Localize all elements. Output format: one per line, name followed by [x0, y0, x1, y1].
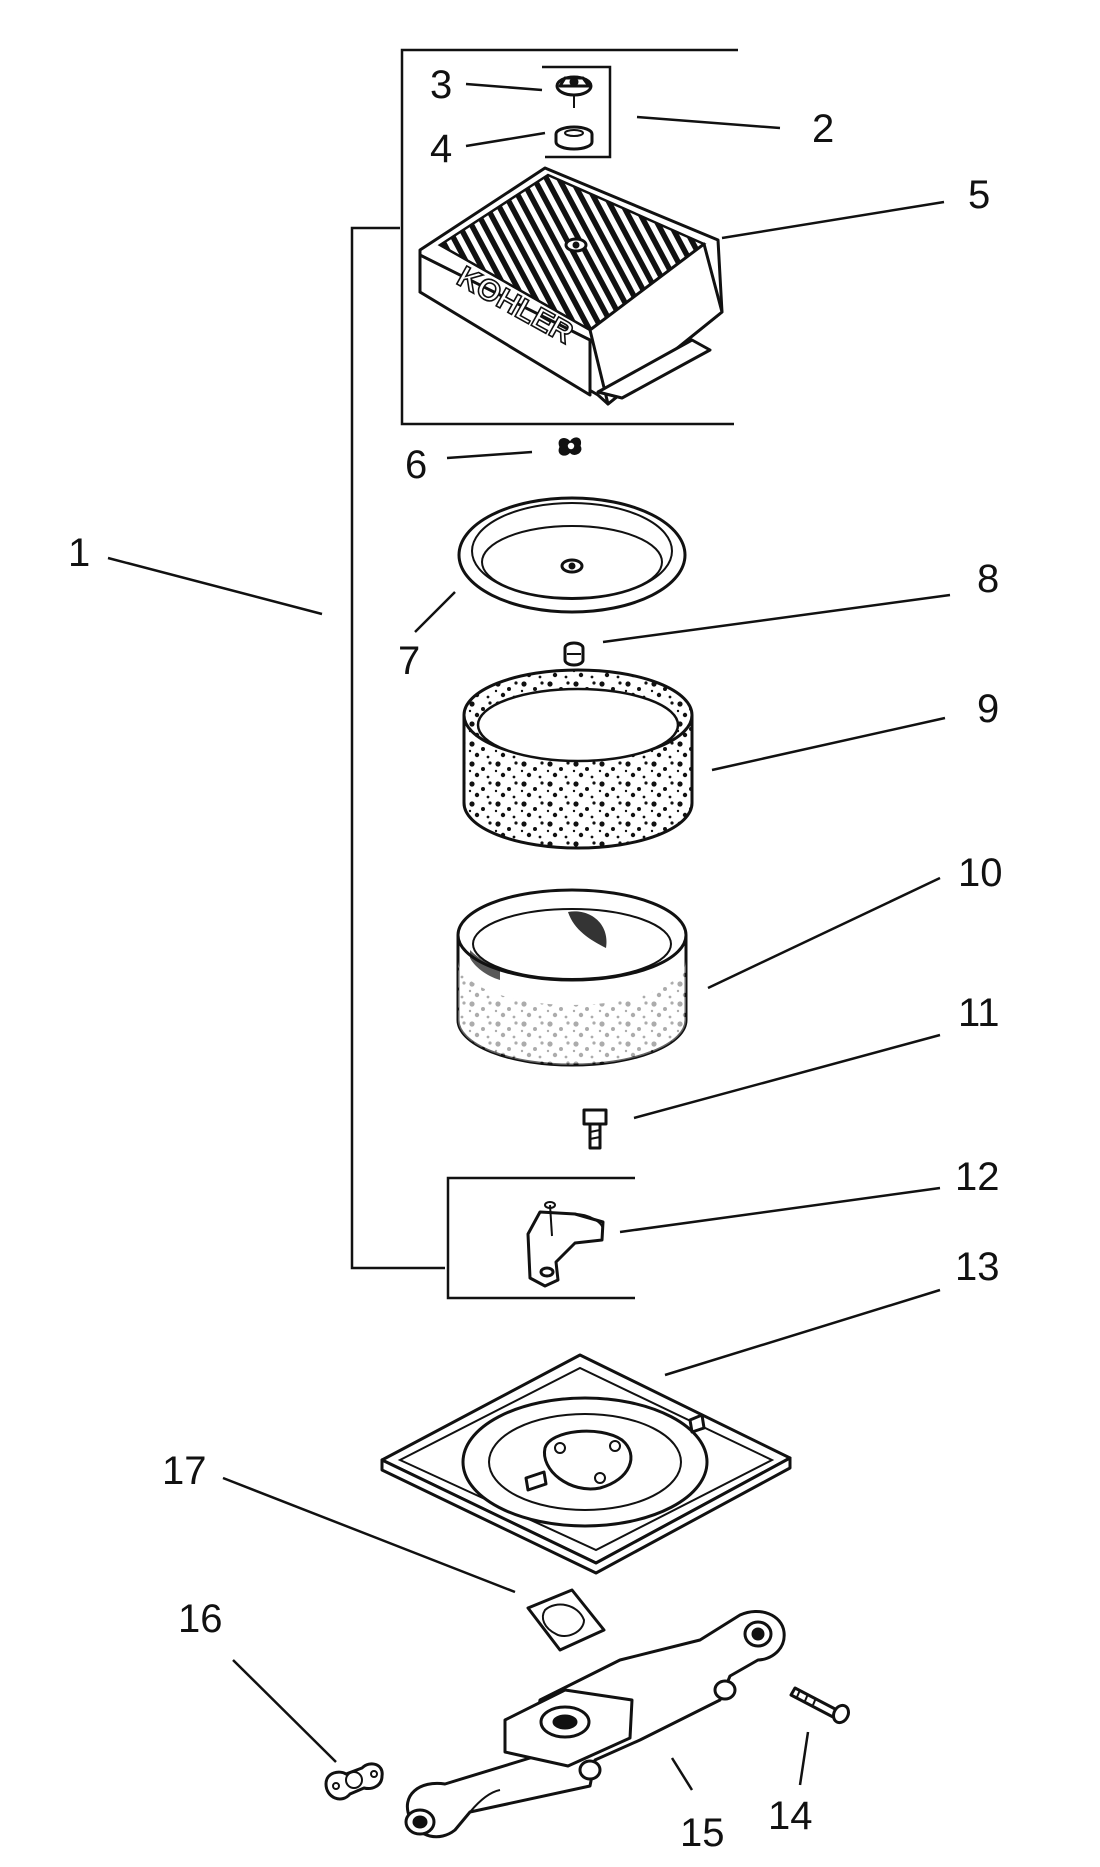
cover-kit-frame [400, 48, 738, 426]
part-7-precleaner-cover [457, 496, 687, 614]
part-4-seal [554, 125, 594, 151]
part-11-screw [582, 1108, 608, 1150]
callout-6: 6 [405, 443, 427, 487]
callout-5: 5 [968, 173, 990, 217]
callout-1: 1 [68, 531, 90, 575]
part-13-base [380, 1353, 792, 1575]
callout-4: 4 [430, 127, 452, 171]
part-10-paper-element [456, 888, 688, 1067]
part-14-bolt [789, 1686, 850, 1725]
callout-13: 13 [955, 1245, 1000, 1289]
part-5-cover: KOHLER [418, 166, 724, 406]
callout-15: 15 [680, 1811, 725, 1855]
part-3-knob [555, 75, 593, 108]
callout-2: 2 [812, 107, 834, 151]
bracket-kit-frame [446, 1176, 635, 1300]
part-9-foam-precleaner [462, 668, 694, 850]
part-12-bracket [526, 1201, 605, 1288]
callout-labels: 1 2 3 4 5 6 7 8 9 10 11 12 13 14 15 16 1… [68, 63, 1003, 1855]
part-17-gasket [526, 1588, 606, 1652]
assembly-bracket-line [350, 226, 445, 1270]
callout-8: 8 [977, 557, 999, 601]
part-6-wing-nut [558, 437, 582, 456]
callout-14: 14 [768, 1794, 813, 1838]
knob-kit-frame [542, 65, 612, 159]
callout-11: 11 [958, 991, 1000, 1035]
callout-3: 3 [430, 63, 452, 107]
part-15-elbow [404, 1609, 786, 1839]
part-8-grommet [563, 641, 585, 667]
callout-9: 9 [977, 687, 999, 731]
leader-lines [107, 82, 951, 1791]
callout-16: 16 [178, 1597, 223, 1641]
callout-7: 7 [398, 639, 420, 683]
callout-10: 10 [958, 851, 1003, 895]
part-16-gasket [324, 1762, 384, 1801]
callout-12: 12 [955, 1155, 1000, 1199]
callout-17: 17 [162, 1449, 207, 1493]
